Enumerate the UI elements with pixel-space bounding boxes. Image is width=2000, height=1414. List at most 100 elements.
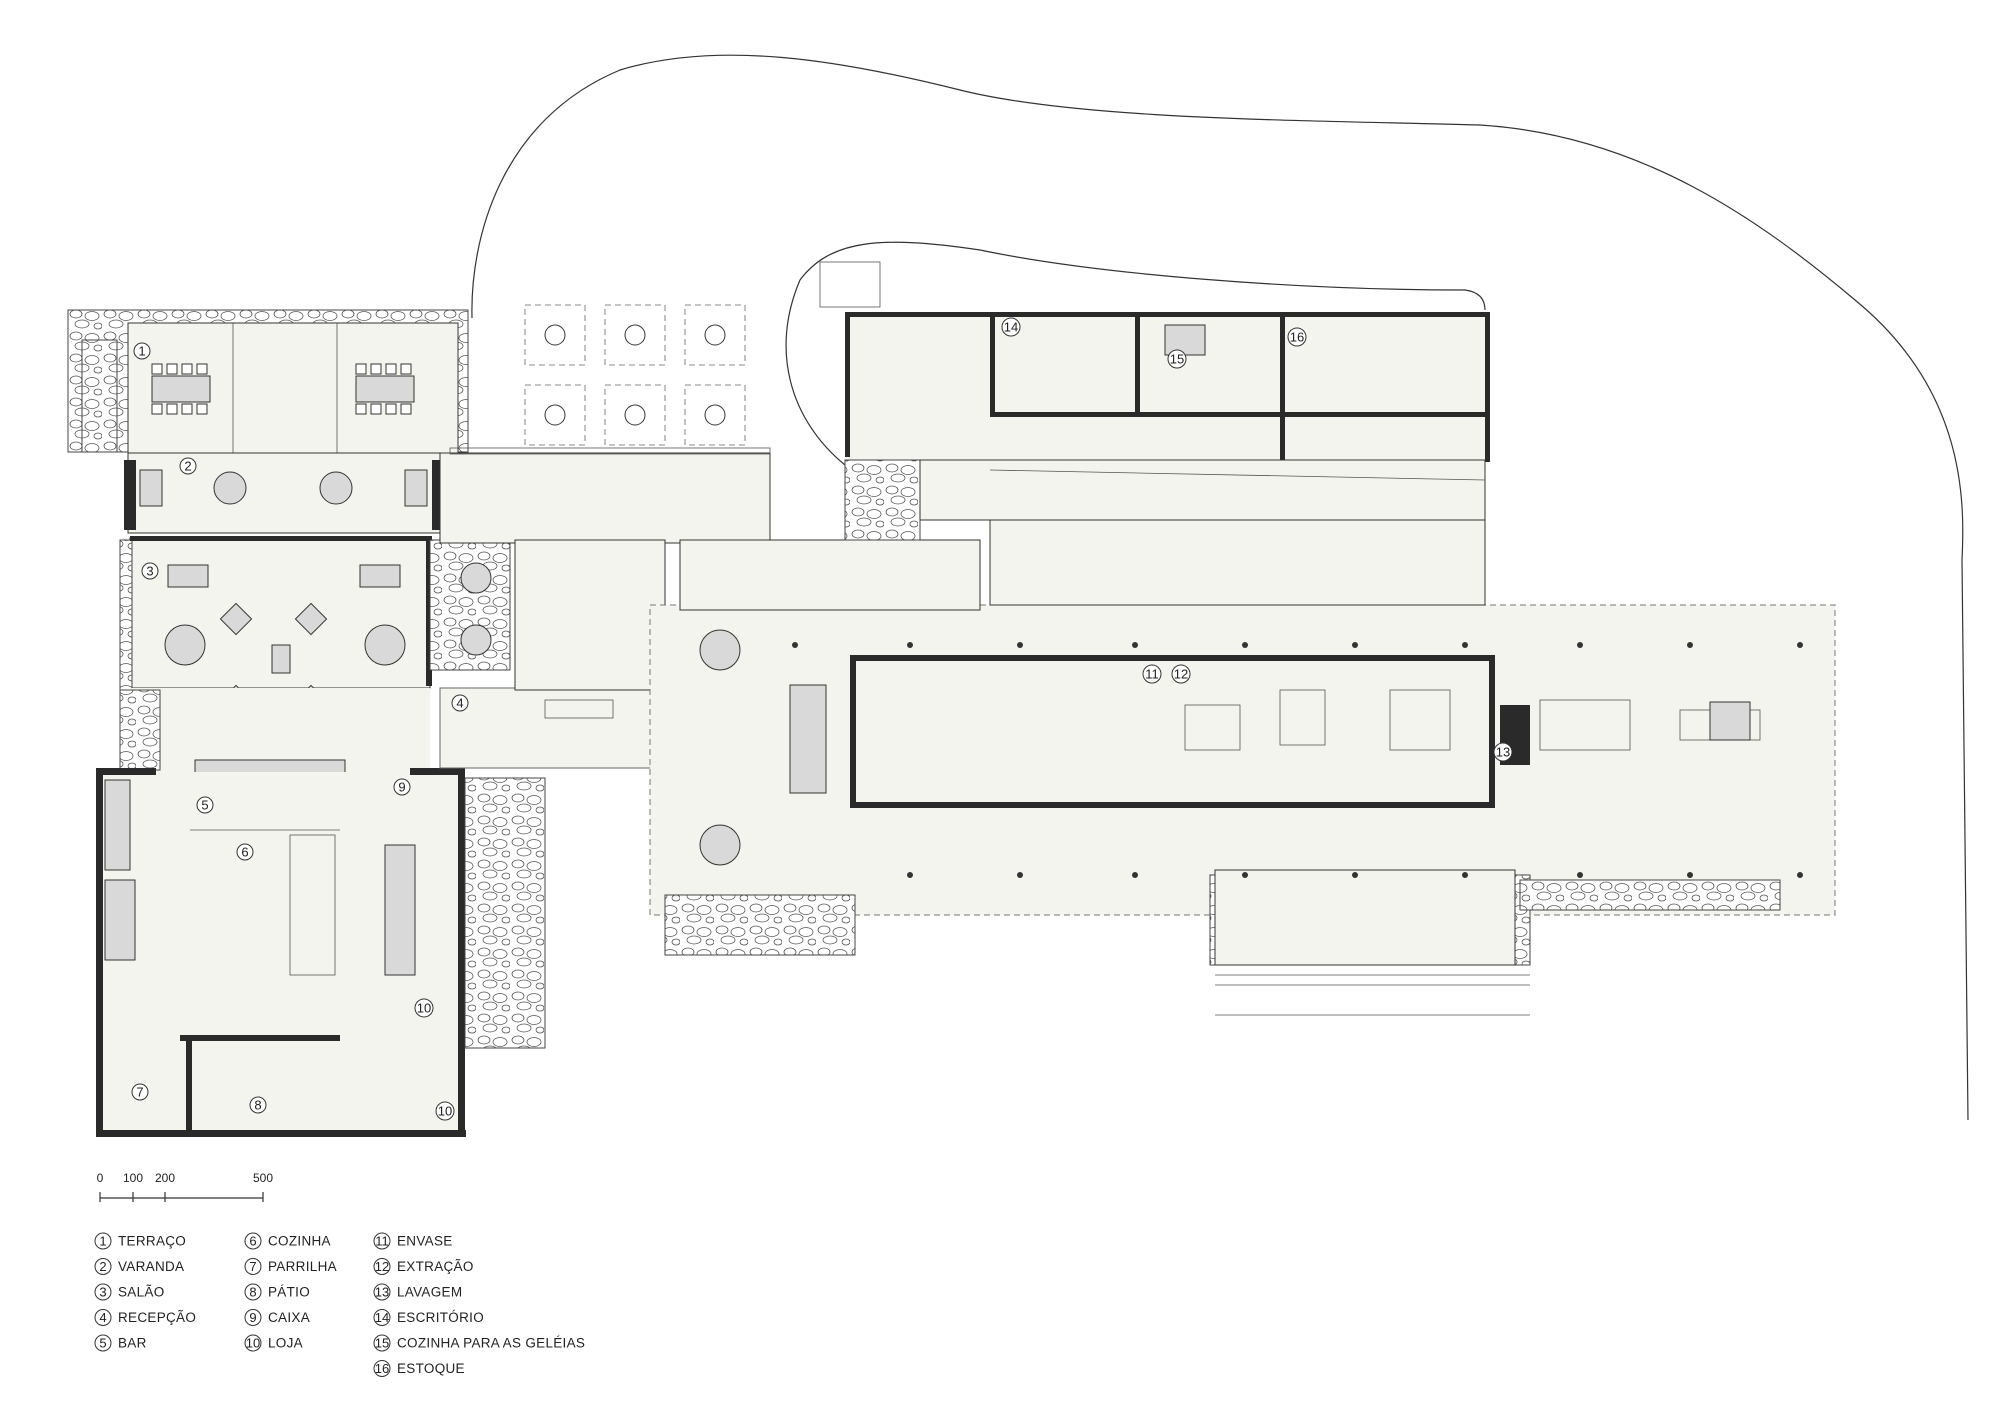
- dining-table: [355, 363, 415, 415]
- room-number-14: 14: [1001, 317, 1021, 337]
- stone-wall: [664, 894, 856, 956]
- walkway-floor: [679, 539, 981, 611]
- legend-item: 1 TERRAÇO: [94, 1232, 186, 1250]
- room-number-3: 3: [141, 562, 159, 580]
- site-boundary-line: [785, 241, 1486, 466]
- svg-text:6: 6: [241, 845, 248, 860]
- legend-label: LAVAGEM: [397, 1285, 462, 1300]
- legend-number: 7: [249, 1259, 256, 1274]
- stone-wall: [844, 459, 921, 541]
- legend-number-badge: [373, 1334, 391, 1352]
- legend-number-badge: [244, 1334, 262, 1352]
- room-number-12: 12: [1171, 664, 1191, 684]
- legend-number: 5: [99, 1336, 106, 1351]
- legend-number-badge: [94, 1283, 112, 1301]
- svg-text:16: 16: [1290, 330, 1304, 345]
- room-number-16: 16: [1287, 327, 1307, 347]
- legend-number: 9: [249, 1310, 256, 1325]
- legend-number-badge: [373, 1258, 391, 1275]
- legend-number-badge: [94, 1309, 112, 1326]
- legend-label: SALÃO: [118, 1285, 165, 1300]
- legend-item: 4 RECEPÇÃO: [94, 1309, 196, 1326]
- svg-text:8: 8: [254, 1098, 261, 1113]
- legend-label: TERRAÇO: [118, 1234, 186, 1249]
- legend-label: ESCRITÓRIO: [397, 1310, 484, 1325]
- room-number-11: 11: [1142, 664, 1162, 684]
- legend-number: 14: [375, 1310, 389, 1325]
- svg-text:11: 11: [1145, 667, 1159, 682]
- legend-number-badge: [373, 1283, 391, 1301]
- svg-text:1: 1: [138, 344, 145, 359]
- svg-text:2: 2: [184, 459, 191, 474]
- legend-number-badge: [244, 1258, 262, 1275]
- legend-label: VARANDA: [118, 1259, 184, 1274]
- legend-number: 15: [375, 1336, 389, 1351]
- scale-tick-label: 100: [123, 1171, 143, 1185]
- walkway-floor: [439, 452, 771, 544]
- room-number-8: 8: [249, 1096, 267, 1114]
- svg-text:3: 3: [146, 564, 153, 579]
- dining-table: [151, 363, 211, 415]
- round-table: [164, 624, 406, 666]
- room-number-15: 15: [1167, 349, 1187, 369]
- room-number-9: 9: [393, 778, 411, 796]
- legend-number: 8: [249, 1285, 256, 1300]
- legend-number: 11: [375, 1234, 389, 1249]
- legend-number: 3: [99, 1285, 106, 1300]
- legend-number-badge: [244, 1283, 262, 1301]
- legend-item: 15 COZINHA PARA AS GELÉIAS: [373, 1334, 585, 1352]
- legend-label: EXTRAÇÃO: [397, 1259, 474, 1274]
- legend-number-badge: [94, 1258, 112, 1275]
- scale-tick-label: 200: [155, 1171, 175, 1185]
- svg-text:5: 5: [201, 798, 208, 813]
- room-number-10: 10: [414, 998, 434, 1018]
- room-number-5: 5: [196, 796, 214, 814]
- legend-number-badge: [94, 1232, 112, 1250]
- legend-item: 12 EXTRAÇÃO: [373, 1258, 474, 1275]
- courtyard: [514, 539, 666, 691]
- room-number-6: 6: [236, 843, 254, 861]
- room-number-10: 10: [435, 1101, 455, 1121]
- svg-text:13: 13: [1496, 745, 1510, 760]
- factory-floor: [855, 660, 1490, 808]
- legend-label: COZINHA PARA AS GELÉIAS: [397, 1336, 585, 1351]
- svg-text:10: 10: [438, 1104, 452, 1119]
- site-boundary-line: [471, 54, 1969, 1121]
- legend-number-badge: [373, 1232, 391, 1250]
- legend-number-badge: [244, 1232, 262, 1250]
- room-number-2: 2: [179, 457, 197, 475]
- legend-number-badge: [94, 1334, 112, 1352]
- legend-number-badge: [373, 1309, 391, 1326]
- legend-item: 13 LAVAGEM: [373, 1283, 462, 1301]
- legend-item: 14 ESCRITÓRIO: [373, 1309, 484, 1326]
- legend-number: 1: [99, 1234, 106, 1249]
- svg-text:12: 12: [1174, 667, 1188, 682]
- legend-item: 3 SALÃO: [94, 1283, 165, 1301]
- legend-number: 13: [375, 1285, 389, 1300]
- legend-number-badge: [373, 1360, 391, 1377]
- legend-label: PARRILHA: [268, 1259, 337, 1274]
- svg-text:15: 15: [1170, 352, 1184, 367]
- legend-number: 10: [246, 1336, 260, 1351]
- umbrella-table-group: [524, 304, 746, 446]
- legend-number: 12: [375, 1259, 389, 1274]
- svg-text:4: 4: [456, 696, 463, 711]
- legend-item: 7 PARRILHA: [244, 1258, 337, 1275]
- stone-wall: [1519, 879, 1781, 911]
- svg-text:10: 10: [417, 1001, 431, 1016]
- room-number-1: 1: [133, 342, 151, 360]
- legend-number: 4: [99, 1310, 106, 1325]
- legend-number-badge: [244, 1309, 262, 1326]
- column-row: [792, 642, 1803, 878]
- legend-label: RECEPÇÃO: [118, 1310, 196, 1325]
- stone-wall: [464, 777, 546, 1049]
- legend-label: ESTOQUE: [397, 1361, 465, 1376]
- scale-tick-label: 0: [97, 1171, 104, 1185]
- svg-text:7: 7: [136, 1085, 143, 1100]
